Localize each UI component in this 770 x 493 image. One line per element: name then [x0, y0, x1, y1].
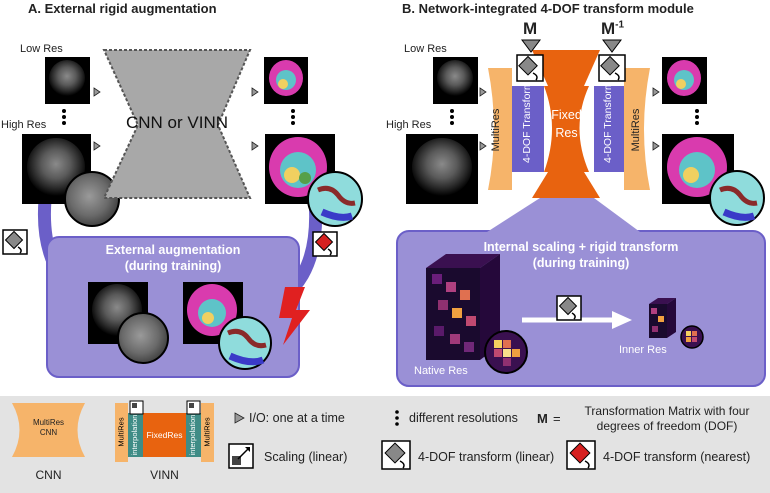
legend-4-dof-nearest-text: 4-DOF transform (nearest)	[603, 450, 751, 464]
transform-right-label: 4-DOF Transform	[602, 81, 614, 163]
legend-vinn-interp-right: interpolation	[188, 414, 197, 456]
fixed-res-block	[544, 86, 589, 172]
scaling-arrowhead	[612, 311, 632, 329]
panel-a-title: A. External rigid augmentation	[28, 1, 217, 16]
legend-vinn-multires-right: MultiRes	[202, 417, 212, 447]
b-io-arrow-out-low	[652, 87, 660, 97]
native-res-label: Native Res	[414, 365, 468, 377]
multires-right-block	[624, 68, 650, 190]
legend-cnn-inner-2: CNN	[39, 428, 58, 437]
b-io-arrow-out-high	[652, 141, 660, 151]
network-label: CNN or VINN	[125, 113, 228, 132]
legend-dots	[395, 410, 399, 426]
multires-left-label: MultiRes	[490, 108, 502, 152]
legend-4-dof-linear-icon	[381, 440, 411, 470]
legend-io-text: I/O: one at a time	[249, 411, 345, 425]
legend-m-text-1: Transformation Matrix with four	[584, 404, 750, 418]
legend-cnn-label: CNN	[35, 468, 62, 482]
fixed-res-line1: Fixed	[551, 108, 582, 122]
panel-b-title: B. Network-integrated 4-DOF transform mo…	[402, 1, 694, 16]
b-high-res-segmentation	[662, 134, 765, 226]
m-inv-label: M-1	[601, 19, 625, 38]
augmented-segmentation-image	[183, 282, 272, 370]
4-dof-nearest-icon-right	[312, 231, 338, 257]
4-dof-linear-icon-left	[2, 229, 28, 255]
b-high-res-label: High Res	[386, 119, 432, 131]
legend-cnn-inner-1: MultiRes	[32, 418, 65, 427]
high-res-segmentation	[265, 134, 363, 227]
dots-right-output	[291, 109, 295, 125]
m-inv-superscript: -1	[615, 19, 625, 31]
io-arrow-out-low	[251, 87, 259, 97]
lightning-bolt-icon	[279, 287, 310, 345]
m-transform-icon	[516, 54, 544, 82]
inner-res-label: Inner Res	[619, 344, 667, 356]
b-low-res-label: Low Res	[404, 43, 447, 55]
transform-right-block	[594, 86, 624, 172]
m-label: M	[523, 19, 538, 38]
b-io-arrow-low	[479, 87, 487, 97]
m-arrow	[521, 39, 541, 53]
internal-subtitle: (during training)	[532, 256, 630, 270]
low-res-brain-image	[45, 57, 90, 104]
fixed-res-bottom	[532, 172, 600, 198]
io-arrow-low-res	[93, 87, 101, 97]
b-high-res-brain-image	[406, 134, 478, 204]
cnn-or-vinn-network	[102, 49, 252, 199]
low-res-segmentation	[264, 57, 308, 104]
legend-vinn-multires-left: MultiRes	[116, 417, 126, 447]
augmentation-title: External augmentation	[105, 243, 241, 257]
legend-4-dof-linear-text: 4-DOF transform (linear)	[418, 450, 555, 464]
multires-right-label: MultiRes	[630, 108, 642, 152]
io-arrow-out-high	[251, 141, 259, 151]
a-low-res-label: Low Res	[20, 43, 63, 55]
b-dots-input	[450, 109, 454, 125]
multires-left-block	[488, 68, 512, 190]
legend-vinn-shape	[115, 400, 214, 462]
m-inv-transform-icon	[598, 54, 626, 82]
b-low-res-segmentation	[662, 57, 707, 104]
transform-left-block	[512, 86, 544, 172]
inner-res-volume	[649, 298, 704, 349]
augmentation-subtitle: (during training)	[124, 259, 222, 273]
fixed-res-line2: Res	[555, 126, 578, 140]
legend-cnn-shape	[12, 403, 85, 457]
internal-title: Internal scaling + rigid transform	[483, 240, 679, 254]
legend-m-eq: =	[553, 411, 561, 426]
legend-m-bold: M	[537, 411, 548, 426]
b-low-res-brain-image	[433, 57, 478, 104]
io-arrow-high-res	[93, 141, 101, 151]
legend-4-dof-nearest-icon	[566, 440, 596, 470]
legend-m-text-2: degrees of freedom (DOF)	[596, 419, 738, 433]
legend-vinn-label: VINN	[150, 468, 179, 482]
a-high-res-label: High Res	[1, 119, 47, 131]
legend-scaling-text: Scaling (linear)	[264, 450, 348, 464]
legend-vinn-fixed: FixedRes	[146, 430, 183, 440]
augmented-mri-image	[88, 282, 169, 364]
b-io-arrow-high	[479, 141, 487, 151]
b-dots-output	[695, 109, 699, 125]
transform-left-label: 4-DOF Transform	[521, 81, 533, 163]
fixed-res-top	[532, 50, 600, 86]
module-connector	[487, 198, 640, 232]
dots-left-input	[62, 109, 66, 125]
m-inv-arrow	[602, 39, 622, 53]
legend-io-arrow	[234, 412, 245, 424]
high-res-brain-image	[22, 134, 120, 227]
legend-dots-text: different resolutions	[409, 411, 518, 425]
legend-vinn-interp-left: interpolation	[130, 414, 139, 456]
legend-scaling-icon	[228, 443, 254, 469]
internal-transform-icon	[556, 295, 582, 321]
native-res-volume	[426, 254, 528, 374]
